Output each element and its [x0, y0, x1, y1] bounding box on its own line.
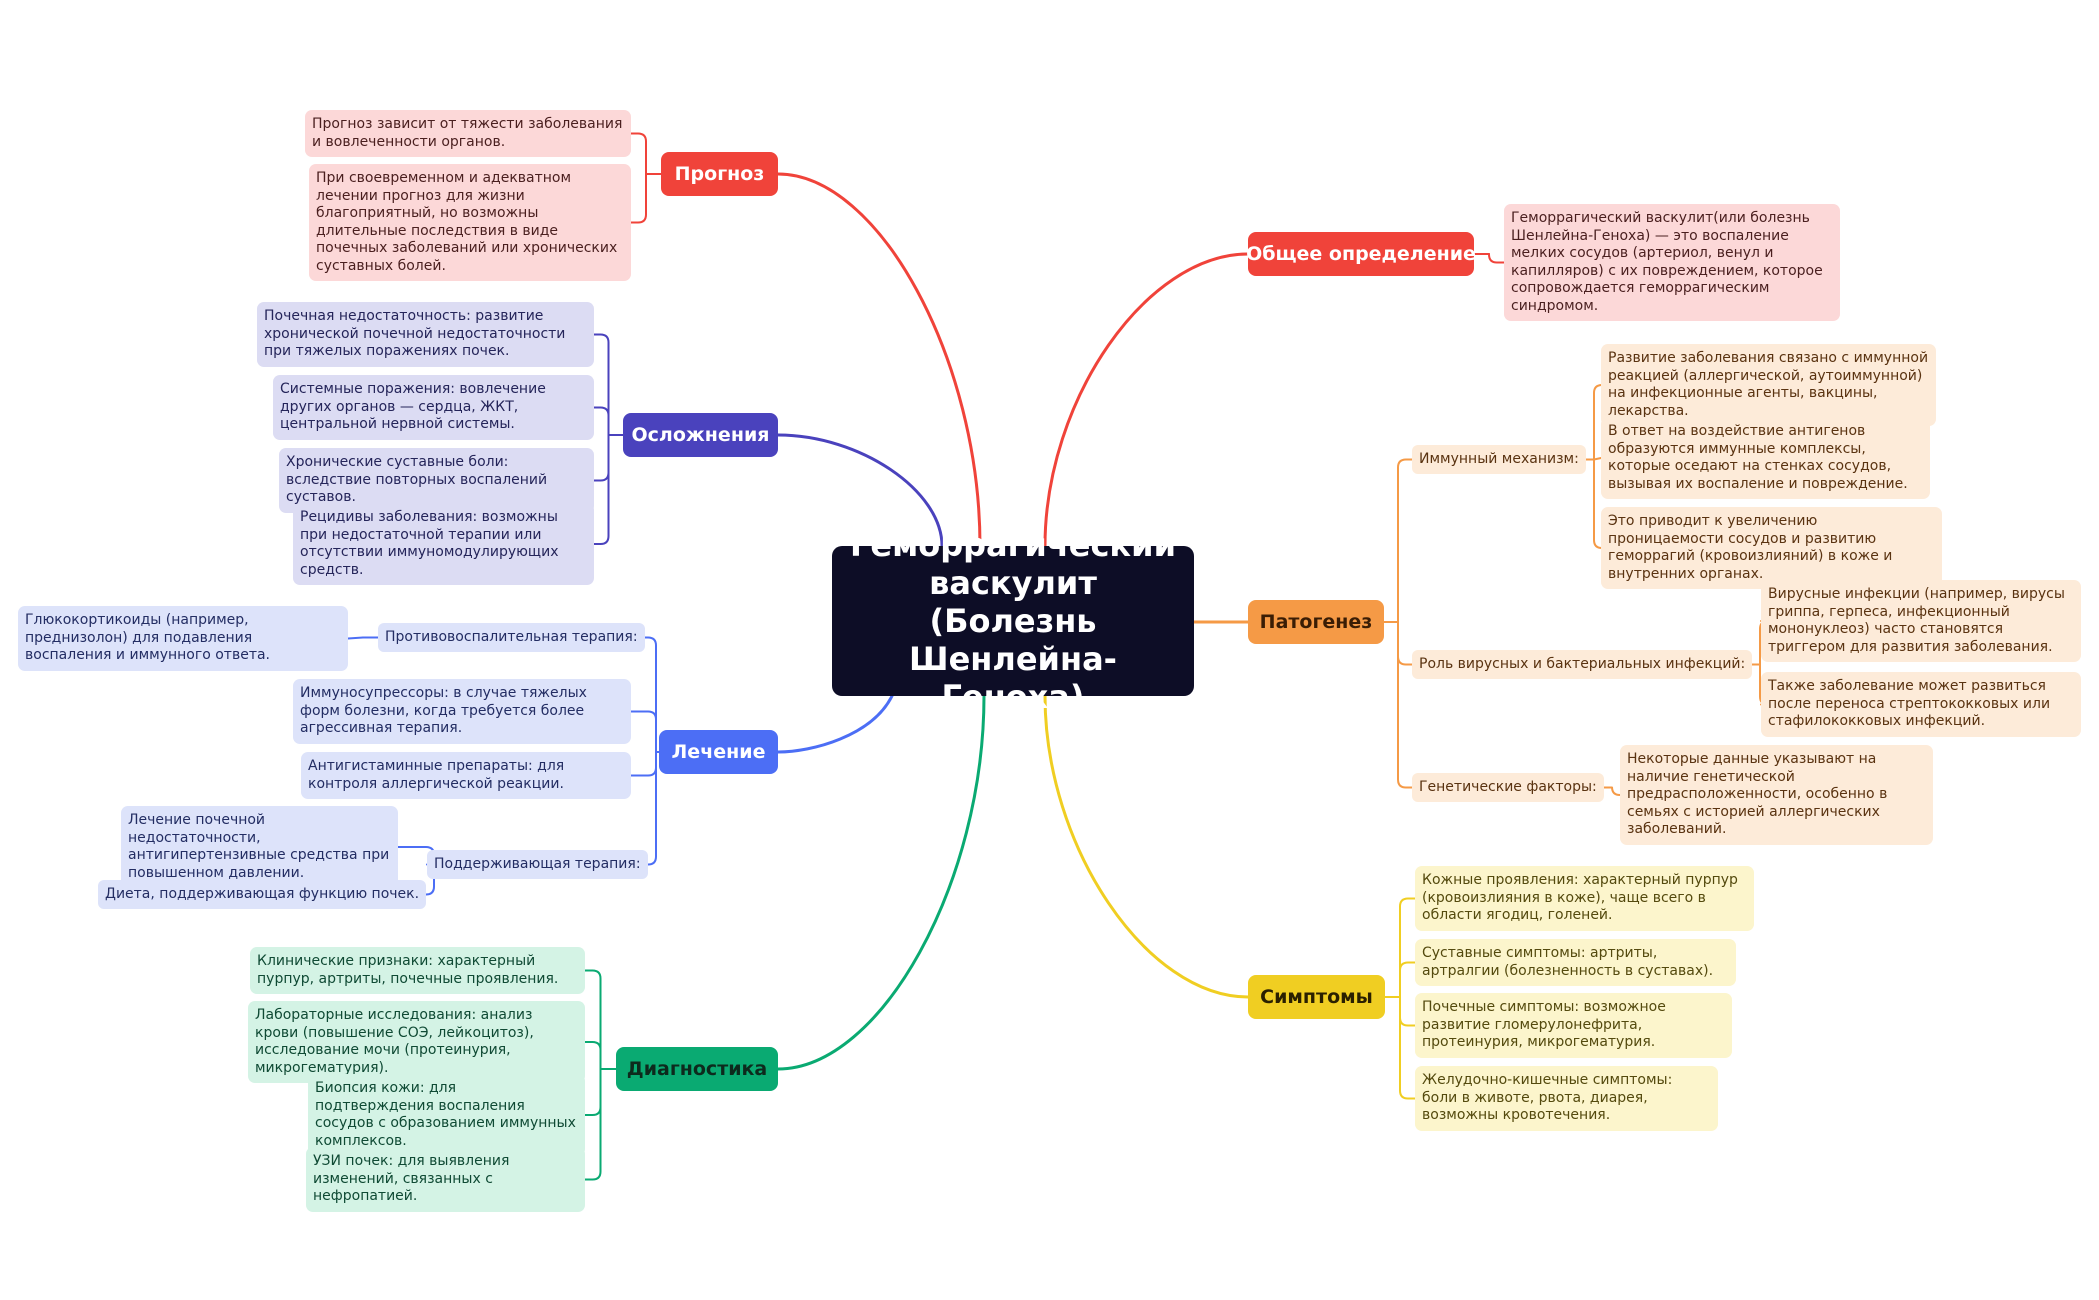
branch-topic-prognosis	[776, 172, 982, 548]
glucocorticoids-item[interactable]: Глюкокортикоиды (например, преднизолон) …	[18, 606, 348, 671]
immunosuppressors-item[interactable]: Иммуносупрессоры: в случае тяжелых форм …	[293, 679, 631, 744]
topic-treatment[interactable]: Лечение	[659, 730, 778, 774]
complications-item-2[interactable]: Системные поражения: вовлечение других о…	[273, 375, 594, 440]
link-symptom-item-4	[1399, 996, 1416, 1100]
link-complications-item-2	[593, 406, 610, 436]
diagnosis-item-2[interactable]: Лабораторные исследования: анализ крови …	[248, 1001, 585, 1083]
immune-mechanism-label[interactable]: Иммунный механизм:	[1412, 445, 1586, 474]
diagnosis-item-3[interactable]: Биопсия кожи: для подтверждения воспален…	[308, 1074, 585, 1156]
branch-topic-complications	[776, 433, 944, 548]
supportive-therapy-label[interactable]: Поддерживающая терапия:	[427, 850, 648, 879]
topic-diagnosis[interactable]: Диагностика	[616, 1047, 778, 1091]
link-diagnosis-item-1	[584, 969, 602, 1070]
link-prognosis-item-1	[630, 132, 647, 175]
symptom-item-2[interactable]: Суставные симптомы: артриты, артралгии (…	[1415, 939, 1736, 986]
link-glucocorticoids-item	[347, 636, 364, 640]
link-complications-item-1	[593, 333, 610, 436]
immune-item-3[interactable]: Это приводит к увеличению проницаемости …	[1601, 507, 1942, 589]
link-infections-role-label	[1397, 621, 1413, 666]
link-genetic-factors-label	[1397, 621, 1413, 789]
link-diagnosis-item-3	[584, 1068, 602, 1116]
diagnosis-item-4[interactable]: УЗИ почек: для выявления изменений, связ…	[306, 1147, 585, 1212]
symptom-item-3[interactable]: Почечные симптомы: возможное развитие гл…	[1415, 993, 1732, 1058]
immune-item-1[interactable]: Развитие заболевания связано с иммунной …	[1601, 344, 1936, 426]
link-immune-mechanism-label	[1397, 458, 1413, 623]
branch-topic-diagnosis	[776, 694, 986, 1071]
topic-complications[interactable]: Осложнения	[623, 413, 778, 457]
branch-topic-symptoms	[1043, 694, 1250, 999]
genetic-factors-label[interactable]: Генетические факторы:	[1412, 773, 1604, 802]
topic-prognosis[interactable]: Прогноз	[661, 152, 778, 196]
link-symptom-item-3	[1399, 996, 1416, 1027]
definition-item[interactable]: Геморрагический васкулит(или болезнь Шен…	[1504, 204, 1840, 321]
link-support-item-2	[425, 863, 435, 896]
complications-item-4[interactable]: Рецидивы заболевания: возможны при недос…	[293, 503, 594, 585]
link-symptom-item-2	[1399, 961, 1416, 998]
link-complications-item-3	[593, 434, 610, 482]
immune-item-2[interactable]: В ответ на воздействие антигенов образую…	[1601, 417, 1930, 499]
support-item-1[interactable]: Лечение почечной недостаточности, антиги…	[121, 806, 398, 888]
branch-topic-treatment	[776, 694, 894, 754]
complications-item-1[interactable]: Почечная недостаточность: развитие хрони…	[257, 302, 594, 367]
link-symptom-item-1	[1399, 897, 1416, 998]
link-immunosuppressors-item	[630, 710, 657, 753]
complications-item-3[interactable]: Хронические суставные боли: вследствие п…	[279, 448, 594, 513]
symptom-item-4[interactable]: Желудочно-кишечные симптомы: боли в живо…	[1415, 1066, 1718, 1131]
anti-inflammatory-therapy-label[interactable]: Противовоспалительная терапия:	[378, 623, 645, 652]
symptom-item-1[interactable]: Кожные проявления: характерный пурпур (к…	[1415, 866, 1754, 931]
prognosis-item-1[interactable]: Прогноз зависит от тяжести заболевания и…	[305, 110, 631, 157]
infection-item-2[interactable]: Также заболевание может развиться после …	[1761, 672, 2081, 737]
link-complications-item-4	[593, 434, 610, 545]
diagnosis-item-1[interactable]: Клинические признаки: характерный пурпур…	[250, 947, 585, 994]
support-item-2[interactable]: Диета, поддерживающая функцию почек.	[98, 880, 427, 909]
topic-general-definition[interactable]: Общее определение	[1246, 232, 1476, 276]
link-anti-inflammatory-therapy-label	[644, 636, 657, 753]
link-antihistamines-item	[630, 751, 657, 777]
link-supportive-therapy-label	[647, 751, 657, 866]
central-topic[interactable]: Геморрагический васкулит (Болезнь Шенлей…	[832, 526, 1194, 716]
topic-pathogenesis[interactable]: Патогенез	[1248, 600, 1384, 644]
topic-symptoms[interactable]: Симптомы	[1248, 975, 1385, 1019]
genetic-item[interactable]: Некоторые данные указывают на наличие ге…	[1620, 745, 1933, 845]
link-definition-item	[1488, 253, 1505, 264]
infections-role-label[interactable]: Роль вирусных и бактериальных инфекций:	[1412, 650, 1753, 679]
branch-topic-general-definition	[1043, 252, 1250, 548]
link-immune-item-2	[1593, 457, 1602, 461]
link-diagnosis-item-2	[584, 1041, 602, 1070]
link-diagnosis-item-4	[584, 1068, 602, 1181]
link-prognosis-item-2	[630, 173, 647, 224]
prognosis-item-2[interactable]: При своевременном и адекватном лечении п…	[309, 164, 631, 281]
link-genetic-item	[1611, 786, 1621, 796]
antihistamines-item[interactable]: Антигистаминные препараты: для контроля …	[301, 752, 631, 799]
infection-item-1[interactable]: Вирусные инфекции (например, вирусы грип…	[1761, 580, 2081, 662]
